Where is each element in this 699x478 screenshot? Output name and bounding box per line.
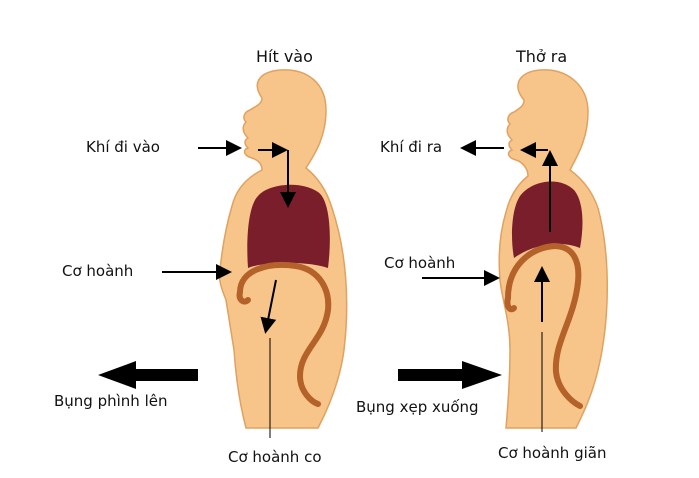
exhale-belly-arrow (398, 361, 502, 389)
inhale-figure (219, 70, 346, 428)
inhale-diaphragm-label: Cơ hoành (62, 262, 133, 280)
exhale-air-out-label: Khí đi ra (380, 138, 442, 156)
inhale-air-in-label: Khí đi vào (86, 138, 160, 156)
inhale-belly-arrow (98, 361, 198, 389)
exhale-figure (499, 70, 607, 428)
inhale-belly-label: Bụng phình lên (54, 392, 167, 410)
exhale-diaphragm-label: Cơ hoành (384, 254, 455, 272)
exhale-title: Thở ra (515, 47, 567, 66)
exhale-belly-label: Bụng xẹp xuống (356, 398, 479, 416)
inhale-diaphragm-state-label: Cơ hoành co (228, 448, 322, 466)
exhale-diaphragm-state-label: Cơ hoành giãn (498, 444, 606, 462)
inhale-title: Hít vào (256, 47, 313, 66)
